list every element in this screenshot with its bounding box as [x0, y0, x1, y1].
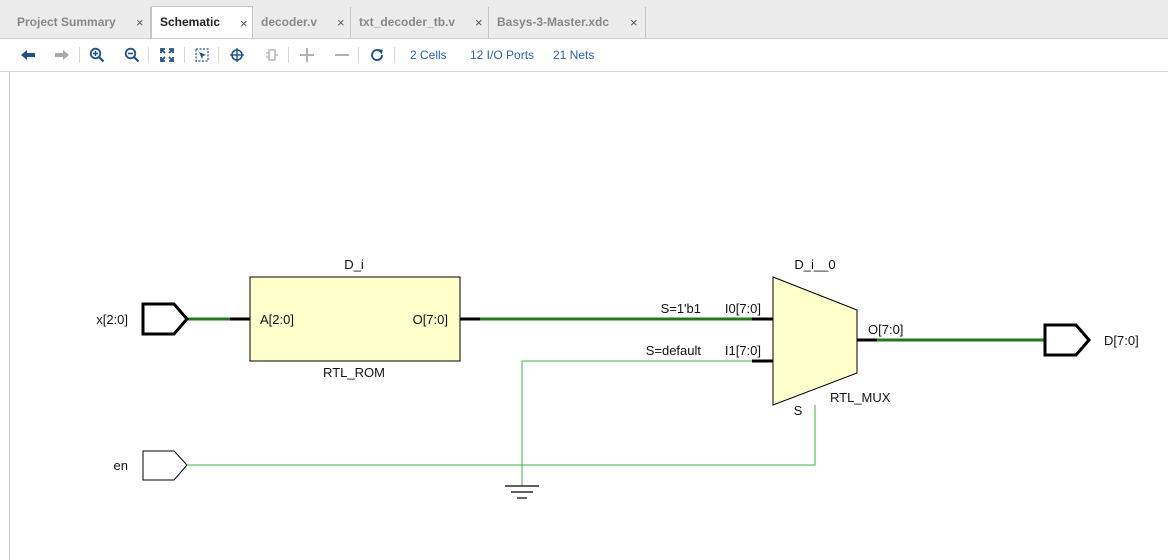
input-port-x-label: x[2:0] — [96, 312, 128, 327]
cells-count-link[interactable]: 2 Cells — [410, 48, 447, 62]
mux-pin-o-label: O[7:0] — [868, 322, 903, 337]
fit-view-icon[interactable] — [157, 45, 177, 65]
tab-basys-3-master-xdc[interactable]: Basys-3-Master.xdc × — [489, 7, 646, 38]
mux-pin-i1-label: I1[7:0] — [725, 343, 761, 358]
mux-cell-type: RTL_MUX — [830, 390, 891, 405]
tab-project-summary[interactable]: Project Summary × — [9, 7, 151, 38]
input-port-en-label: en — [114, 458, 128, 473]
mux-pin-i0-label: I0[7:0] — [725, 301, 761, 316]
add-icon[interactable] — [297, 45, 317, 65]
output-port-d[interactable] — [1043, 323, 1091, 357]
toolbar-separator — [218, 47, 219, 63]
rom-pin-o-label: O[7:0] — [413, 312, 448, 327]
tab-bar-divider — [0, 38, 1168, 39]
input-port-en[interactable] — [142, 450, 188, 481]
zoom-out-icon[interactable] — [122, 45, 142, 65]
net-i1-ground[interactable] — [521, 360, 752, 486]
close-icon[interactable]: × — [630, 15, 638, 30]
mux-i0-condition: S=1'b1 — [661, 301, 701, 316]
tab-schematic[interactable]: Schematic × — [151, 6, 253, 38]
close-icon[interactable]: × — [136, 15, 144, 30]
toolbar-separator — [288, 47, 289, 63]
toolbar-separator — [148, 47, 149, 63]
close-icon[interactable]: × — [337, 15, 345, 30]
mux-pin-s-label: S — [794, 403, 803, 418]
canvas-left-border — [9, 72, 10, 560]
rom-cell-type: RTL_ROM — [323, 365, 385, 380]
mux-instance-name: D_i__0 — [794, 257, 835, 272]
io-ports-count-link[interactable]: 12 I/O Ports — [470, 48, 535, 62]
remove-icon[interactable] — [332, 45, 352, 65]
rom-cell[interactable] — [249, 276, 461, 362]
select-target-icon[interactable] — [227, 45, 247, 65]
refresh-icon[interactable] — [367, 45, 387, 65]
nets-count-link[interactable]: 21 Nets — [553, 48, 595, 62]
tab-label: txt_decoder_tb.v — [359, 15, 456, 29]
input-port-x[interactable] — [141, 302, 189, 336]
tab-txt-decoder-tb-v[interactable]: txt_decoder_tb.v × — [351, 7, 489, 38]
tab-label: Project Summary — [17, 15, 116, 29]
net-en[interactable] — [188, 405, 816, 466]
close-icon[interactable]: × — [240, 16, 248, 31]
tab-label: Basys-3-Master.xdc — [497, 15, 610, 29]
toolbar-separator — [184, 47, 185, 63]
toolbar-separator — [79, 47, 80, 63]
zoom-in-icon[interactable] — [87, 45, 107, 65]
mux-i1-condition: S=default — [646, 343, 702, 358]
rom-instance-name: D_i — [344, 257, 364, 272]
toolbar-separator — [358, 47, 359, 63]
forward-icon[interactable] — [52, 45, 72, 65]
zoom-selection-icon[interactable] — [192, 45, 212, 65]
output-port-d-label: D[7:0] — [1104, 333, 1139, 348]
ground-symbol — [505, 485, 539, 499]
tab-decoder-v[interactable]: decoder.v × — [253, 7, 351, 38]
expand-cell-icon[interactable] — [262, 45, 282, 65]
tab-label: Schematic — [160, 15, 221, 29]
schematic-canvas[interactable] — [0, 72, 1168, 560]
close-icon[interactable]: × — [475, 15, 483, 30]
mux-cell[interactable] — [772, 276, 858, 406]
rom-pin-a-label: A[2:0] — [260, 312, 294, 327]
schematic-toolbar: 2 Cells 12 I/O Ports 21 Nets — [0, 39, 1168, 72]
back-icon[interactable] — [18, 45, 38, 65]
toolbar-separator — [394, 47, 395, 63]
tab-label: decoder.v — [261, 15, 318, 29]
